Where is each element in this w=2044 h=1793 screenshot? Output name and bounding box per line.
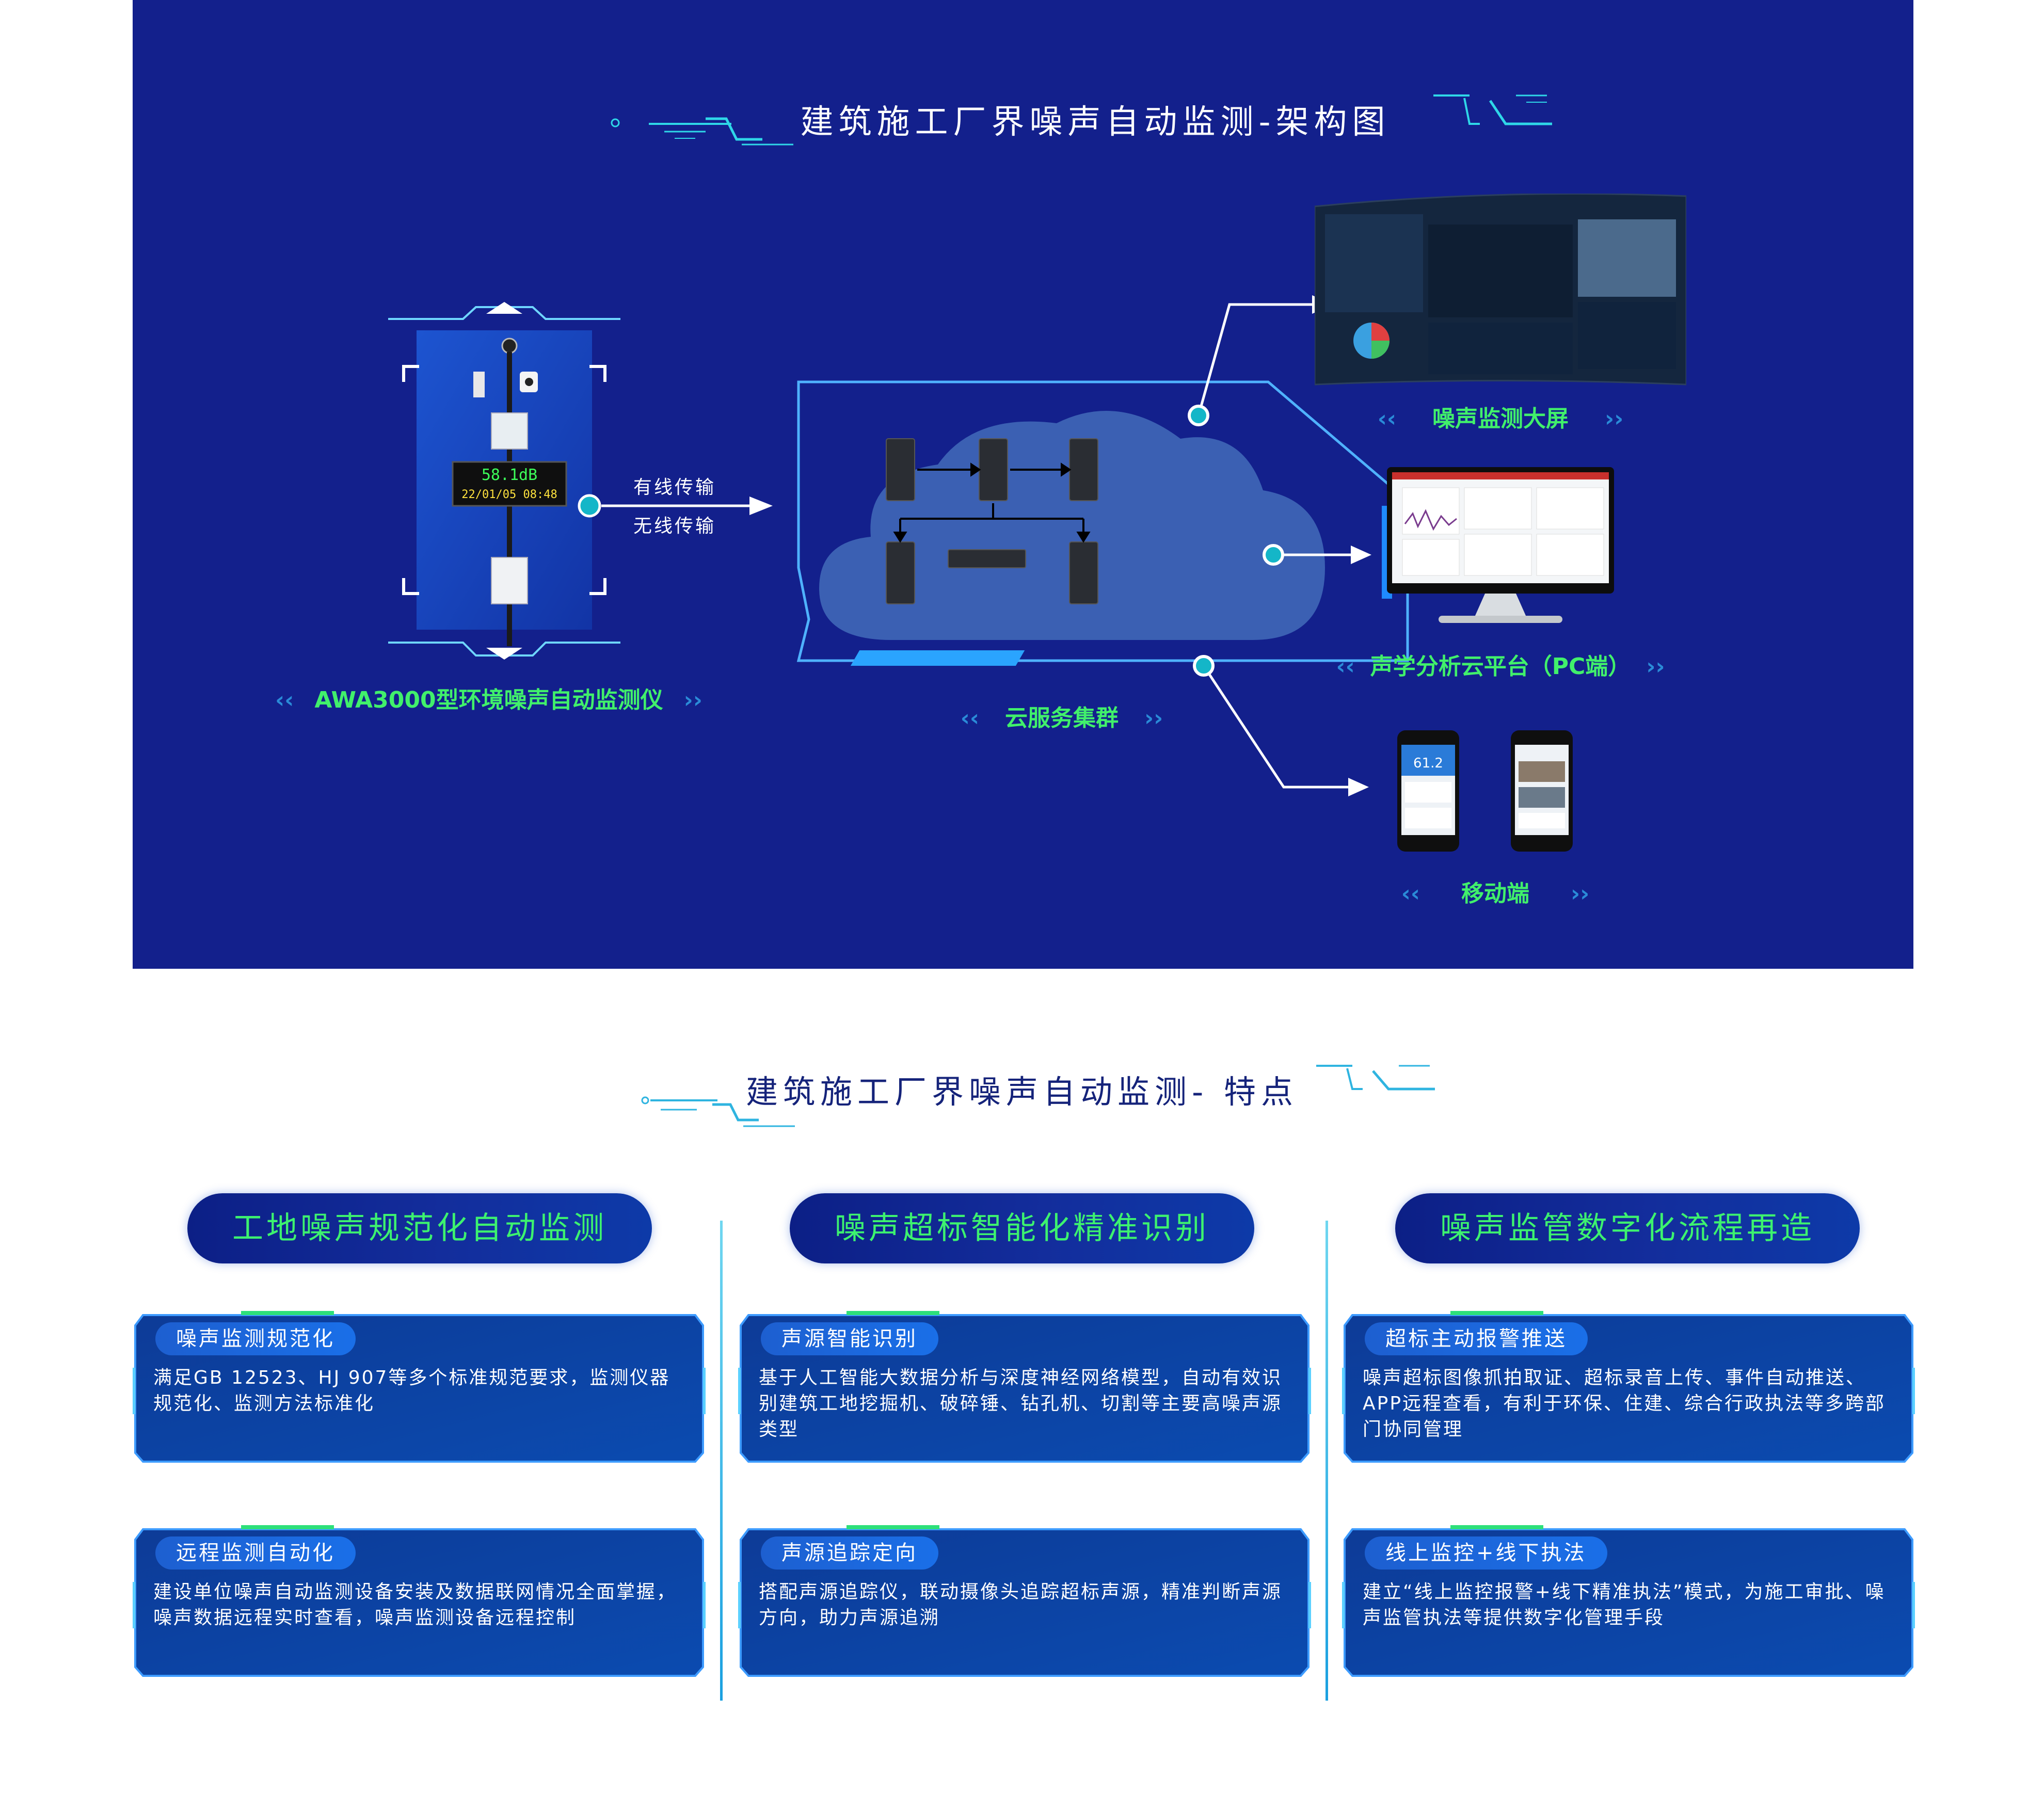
title-right-decoration xyxy=(1433,94,1552,125)
chevron-left-icon: ‹‹ xyxy=(275,687,294,713)
card-tag: 声源追踪定向 xyxy=(761,1536,938,1570)
mobile-label: ‹‹移动端›› xyxy=(1401,881,1590,907)
wired-transmission-label: 有线传输 xyxy=(633,477,716,498)
card-tag: 线上监控+线下执法 xyxy=(1365,1536,1607,1570)
chevron-left-icon: ‹‹ xyxy=(1377,406,1396,432)
column-divider xyxy=(1326,1221,1328,1701)
big-screen-label: ‹‹噪声监测大屏›› xyxy=(1377,406,1624,432)
server-icon xyxy=(886,438,1098,604)
card-tag: 噪声监测规范化 xyxy=(155,1322,356,1355)
card-tag: 远程监测自动化 xyxy=(155,1536,356,1570)
pc-platform-label: ‹‹声学分析云平台（PC端）›› xyxy=(1336,653,1665,680)
feature-heading-1: 工地噪声规范化自动监测 xyxy=(187,1193,652,1263)
chevron-right-icon: ›› xyxy=(1646,653,1665,680)
features-title: 建筑施工厂界噪声自动监测- 特点 xyxy=(745,1073,1299,1111)
card-text: 建立“线上监控报警+线下精准执法”模式，为施工审批、噪声监管执法等提供数字化管理… xyxy=(1363,1581,1886,1628)
chevron-left-icon: ‹‹ xyxy=(1336,653,1355,680)
chevron-left-icon: ‹‹ xyxy=(960,705,979,731)
output-connectors xyxy=(1188,295,1371,796)
device-label: ‹‹AWA3000型环境噪声自动监测仪›› xyxy=(275,687,702,713)
feature-card: 声源追踪定向 搭配声源追踪仪，联动摄像头追踪超标声源，精准判断声源方向，助力声源… xyxy=(738,1525,1311,1680)
feature-heading-3: 噪声监管数字化流程再造 xyxy=(1395,1193,1860,1263)
phone-noise-value: 61.2 xyxy=(1413,756,1443,771)
device-display-value: 58.1dB xyxy=(482,466,537,484)
card-tag: 超标主动报警推送 xyxy=(1365,1322,1588,1355)
feature-card: 噪声监测规范化 满足GB 12523、HJ 907等多个标准规范要求，监测仪器规… xyxy=(133,1311,706,1466)
features-title-right-decoration xyxy=(1316,1065,1435,1091)
chevron-right-icon: ›› xyxy=(1144,705,1163,731)
card-tag: 声源智能识别 xyxy=(761,1322,938,1355)
pc-monitor xyxy=(1387,467,1614,623)
card-text: 搭配声源追踪仪，联动摄像头追踪超标声源，精准判断声源方向，助力声源追溯 xyxy=(759,1581,1283,1628)
architecture-panel: 建筑施工厂界噪声自动监测-架构图 58.1dB 22/01/05 08:48 xyxy=(133,0,1913,969)
chevron-right-icon: ›› xyxy=(683,687,702,713)
device-display-time: 22/01/05 08:48 xyxy=(461,488,557,501)
card-text: 建设单位噪声自动监测设备安装及数据联网情况全面掌握，噪声数据远程实时查看，噪声监… xyxy=(153,1581,677,1628)
big-screen-dashboard xyxy=(1315,194,1686,386)
feature-heading-2: 噪声超标智能化精准识别 xyxy=(790,1193,1254,1263)
card-text: 满足GB 12523、HJ 907等多个标准规范要求，监测仪器规范化、监测方法标… xyxy=(153,1367,670,1414)
feature-card: 线上监控+线下执法 建立“线上监控报警+线下精准执法”模式，为施工审批、噪声监管… xyxy=(1342,1525,1915,1680)
chevron-right-icon: ›› xyxy=(1571,881,1590,907)
architecture-title: 建筑施工厂界噪声自动监测-架构图 xyxy=(800,103,1391,141)
feature-card: 远程监测自动化 建设单位噪声自动监测设备安装及数据联网情况全面掌握，噪声数据远程… xyxy=(133,1525,706,1680)
chevron-right-icon: ›› xyxy=(1605,406,1624,432)
chevron-left-icon: ‹‹ xyxy=(1401,881,1420,907)
card-text: 噪声超标图像抓拍取证、超标录音上传、事件自动推送、APP远程查看，有利于环保、住… xyxy=(1363,1367,1886,1440)
transmission-arrow xyxy=(578,494,773,518)
feature-card: 声源智能识别 基于人工智能大数据分析与深度神经网络模型，自动有效识别建筑工地挖掘… xyxy=(738,1311,1311,1466)
features-title-left-decoration xyxy=(641,1096,795,1127)
mobile-phones: 61.2 xyxy=(1397,730,1573,852)
wireless-transmission-label: 无线传输 xyxy=(633,516,716,537)
feature-card: 超标主动报警推送 噪声超标图像抓拍取证、超标录音上传、事件自动推送、APP远程查… xyxy=(1342,1311,1915,1466)
card-text: 基于人工智能大数据分析与深度神经网络模型，自动有效识别建筑工地挖掘机、破碎锤、钻… xyxy=(759,1367,1283,1440)
title-left-decoration xyxy=(611,117,793,146)
cloud-label: ‹‹云服务集群›› xyxy=(960,705,1163,731)
column-divider xyxy=(720,1221,723,1701)
noise-monitor-device: 58.1dB 22/01/05 08:48 xyxy=(452,338,567,646)
